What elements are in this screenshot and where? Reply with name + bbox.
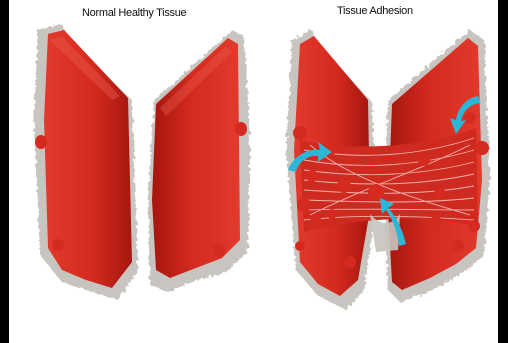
normal-tissue-right-block [148, 30, 250, 292]
normal-tissue-left-block [34, 24, 138, 300]
